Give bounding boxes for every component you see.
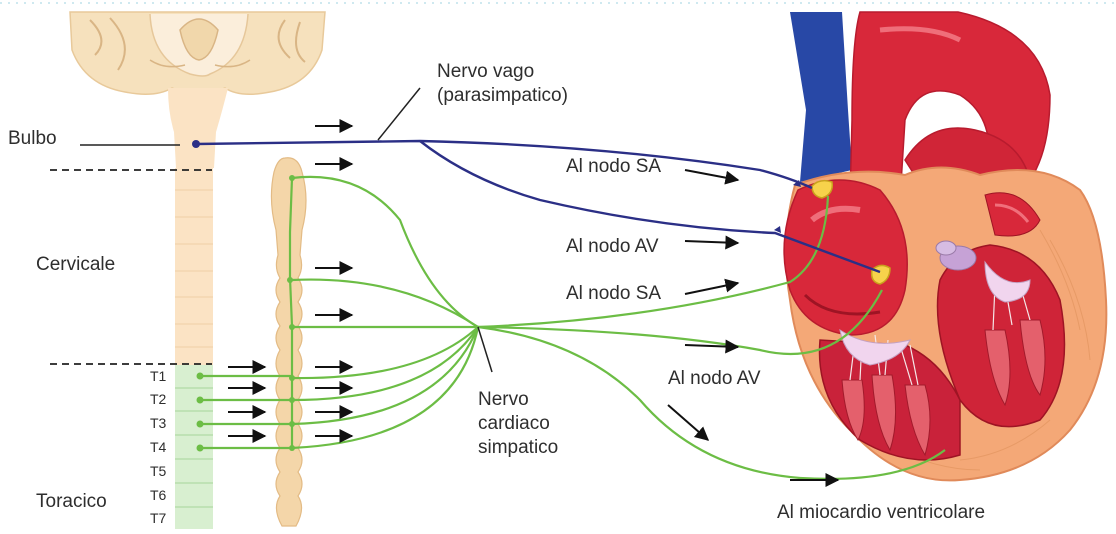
label-bulbo: Bulbo [8,128,57,150]
label-toracico: Toracico [36,491,107,513]
segment-label-t4: T4 [150,439,166,455]
label-nervo-vago-line2: (parasimpatico) [437,84,568,108]
heart [784,12,1106,480]
label-al-nodo-sa-vagal: Al nodo SA [566,156,661,178]
right-arrow-icon [685,283,738,294]
brain-section [70,12,325,94]
label-cervicale: Cervicale [36,254,115,276]
segment-label-t5: T5 [150,463,166,479]
segment-label-t3: T3 [150,415,166,431]
label-al-nodo-av-vagal: Al nodo AV [566,236,659,258]
segment-label-t6: T6 [150,487,166,503]
right-atrium [784,180,907,335]
label-nervo-cardiaco-line2: cardiaco [478,412,558,436]
segment-label-t2: T2 [150,391,166,407]
spinal-cord [168,88,228,529]
sympathetic-ganglion-chain [271,158,306,526]
label-nervo-cardiaco-simpatico: Nervo cardiaco simpatico [478,388,558,460]
label-nervo-cardiaco-line1: Nervo [478,388,558,412]
segment-label-t7: T7 [150,510,166,526]
label-nervo-vago: Nervo vago (parasimpatico) [437,60,568,108]
label-al-nodo-sa-sympathetic: Al nodo SA [566,283,661,305]
right-arrow-icon [685,241,738,243]
segment-label-t1: T1 [150,368,166,384]
label-nervo-cardiaco-line3: simpatico [478,436,558,460]
right-arrow-icon [668,405,708,440]
right-arrow-icon [685,170,738,180]
label-al-nodo-av-sympathetic: Al nodo AV [668,368,761,390]
vena-cava [790,12,852,182]
label-al-miocardio-ventricolare: Al miocardio ventricolare [777,502,985,524]
label-nervo-vago-line1: Nervo vago [437,60,568,84]
